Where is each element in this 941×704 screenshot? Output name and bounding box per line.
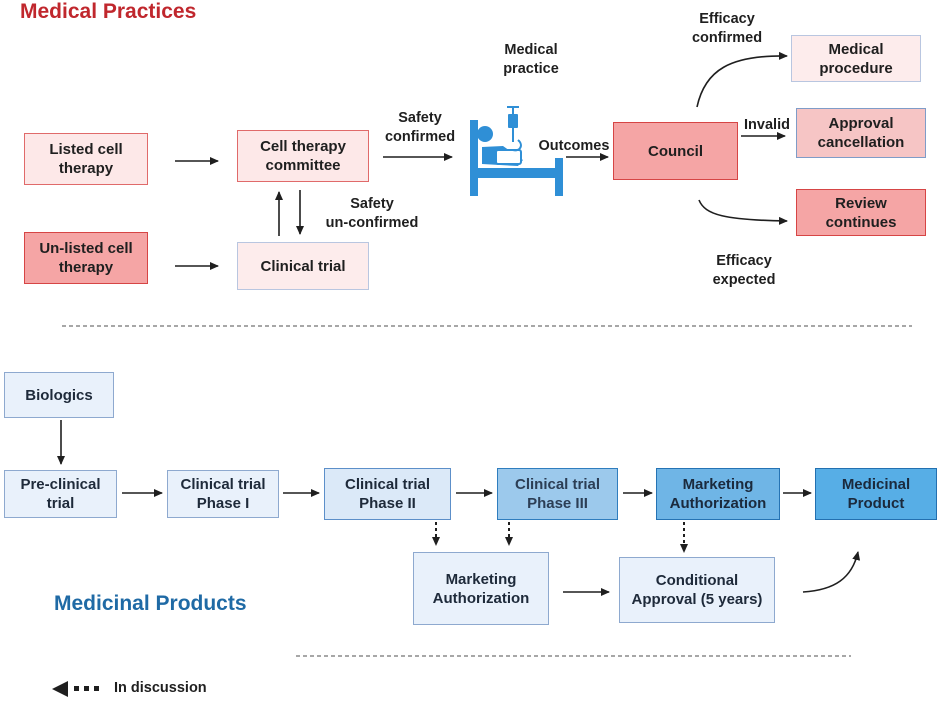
- efficacy-confirmed-label: Efficacy confirmed: [691, 11, 763, 46]
- medicinal-product-box: Medicinal Product: [815, 468, 937, 520]
- medical-practices-title: Medical Practices: [20, 0, 197, 23]
- marketing-authorization-top-box: Marketing Authorization: [656, 468, 780, 520]
- invalid-label: Invalid: [744, 117, 790, 133]
- safety-confirmed-label: Safety confirmed: [384, 110, 456, 145]
- arrow-council-to-review: [698, 199, 788, 225]
- hospital-bed-icon: [470, 106, 563, 196]
- clinical-trial-phase3-box: Clinical trial Phase III: [497, 468, 618, 520]
- legend-dashed-arrow-icon: [52, 681, 99, 697]
- marketing-authorization-bottom-box: Marketing Authorization: [413, 552, 549, 625]
- unlisted-cell-therapy-box: Un-listed cell therapy: [24, 232, 148, 284]
- clinical-trial-box: Clinical trial: [237, 242, 369, 290]
- arrow-conditional-to-product: [802, 551, 861, 593]
- safety-unconfirmed-label: Safety un-confirmed: [325, 196, 419, 231]
- biologics-box: Biologics: [4, 372, 114, 418]
- approval-cancellation-box: Approval cancellation: [796, 108, 926, 158]
- outcomes-label: Outcomes: [538, 138, 610, 154]
- in-discussion-label: In discussion: [114, 680, 207, 696]
- clinical-trial-phase2-box: Clinical trial Phase II: [324, 468, 451, 520]
- medical-procedure-box: Medical procedure: [791, 35, 921, 82]
- listed-cell-therapy-box: Listed cell therapy: [24, 133, 148, 185]
- conditional-approval-box: Conditional Approval (5 years): [619, 557, 775, 623]
- medical-practice-label: Medical practice: [503, 42, 559, 77]
- arrow-council-to-procedure: [696, 51, 788, 108]
- council-box: Council: [613, 122, 738, 180]
- medicinal-products-title: Medicinal Products: [54, 592, 247, 615]
- efficacy-expected-label: Efficacy expected: [712, 253, 776, 288]
- clinical-trial-phase1-box: Clinical trial Phase I: [167, 470, 279, 518]
- preclinical-trial-box: Pre-clinical trial: [4, 470, 117, 518]
- review-continues-box: Review continues: [796, 189, 926, 236]
- cell-therapy-committee-box: Cell therapy committee: [237, 130, 369, 182]
